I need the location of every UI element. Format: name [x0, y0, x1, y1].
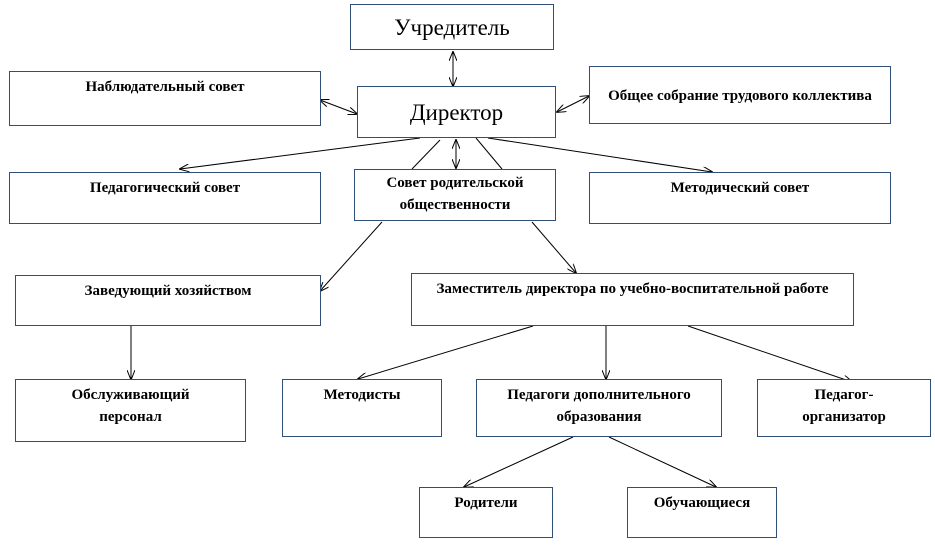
arrow-meeting-director — [557, 96, 589, 112]
node-parents-label: Родители — [454, 495, 518, 511]
node-service-staff: Обслуживающий персонал — [15, 379, 246, 442]
node-additional-teachers: Педагоги дополнительного образования — [476, 379, 722, 437]
node-household-manager: Заведующий хозяйством — [15, 275, 321, 326]
arrow-deputy-organizer — [687, 325, 852, 382]
arrow-director-methodical — [487, 137, 712, 172]
node-parent-council-label: Совет родительской общественности — [386, 175, 524, 213]
node-general-meeting: Общее собрание трудового коллектива — [589, 66, 891, 124]
line-director-parent-right — [475, 137, 503, 170]
node-general-meeting-label: Общее собрание трудового коллектива — [608, 88, 872, 104]
node-service-staff-label: Обслуживающий персонал — [71, 387, 190, 425]
node-director: Директор — [357, 86, 556, 138]
node-additional-teachers-label: Педагоги дополнительного образования — [507, 387, 691, 425]
node-methodical-council: Методический совет — [589, 172, 891, 224]
node-founder-label: Учредитель — [394, 15, 510, 40]
node-teacher-organizer: Педагог-организатор — [757, 379, 931, 437]
node-parent-council: Совет родительской общественности — [354, 169, 556, 221]
arrow-director-pedagogical — [180, 137, 421, 169]
line-director-parent-left — [411, 139, 441, 170]
node-methodists: Методисты — [282, 379, 442, 437]
node-teacher-organizer-label: Педагог-организатор — [802, 387, 886, 425]
arrow-teachers-students — [608, 436, 716, 487]
arrow-parent-deputy — [531, 221, 576, 273]
node-parents: Родители — [419, 487, 553, 538]
node-supervisory-board: Наблюдательный совет — [9, 71, 321, 126]
node-students-label: Обучающиеся — [653, 495, 751, 511]
node-deputy-director: Заместитель директора по учебно-воспитат… — [411, 273, 854, 326]
node-methodical-council-label: Методический совет — [670, 180, 810, 196]
node-deputy-director-label: Заместитель директора по учебно-воспитат… — [436, 281, 829, 297]
node-pedagogical-council: Педагогический совет — [9, 172, 321, 224]
arrow-supervisory-director — [320, 100, 357, 114]
node-supervisory-board-label: Наблюдательный совет — [85, 79, 245, 95]
node-director-label: Директор — [409, 100, 504, 125]
arrow-parent-household — [320, 221, 383, 291]
node-pedagogical-council-label: Педагогический совет — [89, 180, 241, 196]
node-students: Обучающиеся — [627, 487, 777, 538]
arrow-teachers-parents — [464, 436, 574, 487]
node-founder: Учредитель — [350, 4, 554, 50]
node-household-manager-label: Заведующий хозяйством — [84, 283, 252, 299]
node-methodists-label: Методисты — [323, 387, 401, 403]
arrow-deputy-methodists — [358, 325, 534, 379]
